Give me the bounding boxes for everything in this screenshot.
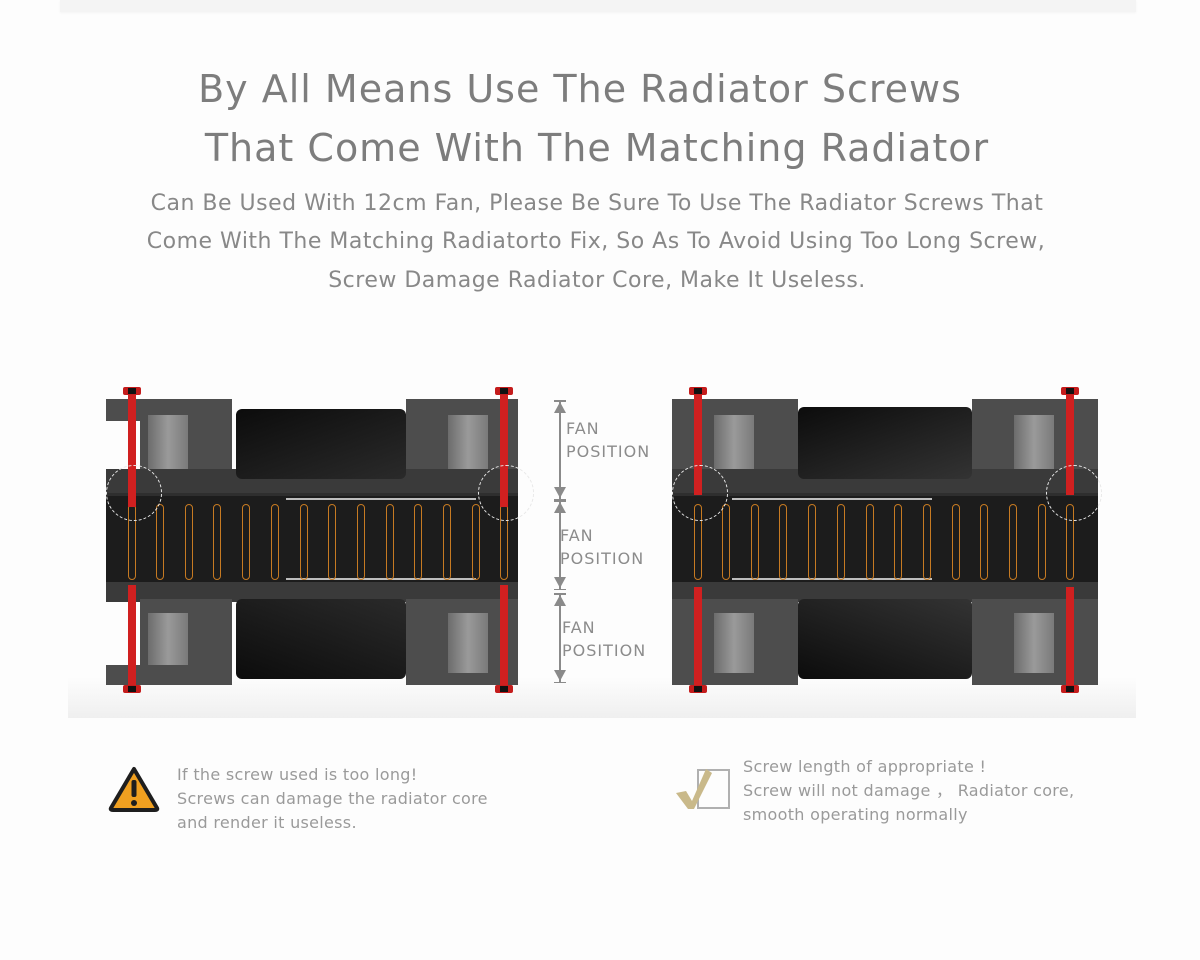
- fan-blade: [798, 407, 972, 479]
- radiator-core: [106, 493, 518, 585]
- fan-frame: [672, 599, 798, 685]
- screw-long: [495, 585, 513, 693]
- radiator-core: [672, 493, 1098, 585]
- ok-note: Screw length of appropriate ! Screw will…: [743, 755, 1074, 827]
- highlight-circle: [106, 465, 162, 521]
- description-line: Can Be Used With 12cm Fan, Please Be Sur…: [150, 191, 1044, 216]
- screw-correct: [689, 387, 707, 495]
- fan-frame-rim: [106, 582, 518, 602]
- dimension-arrow: [554, 400, 566, 500]
- top-banner-strip: [60, 0, 1136, 12]
- description-line: Come With The Matching Radiatorto Fix, S…: [146, 229, 1046, 254]
- screw-correct: [1061, 387, 1079, 495]
- page-title-line-2: That Come With The Matching Radiator: [204, 126, 990, 171]
- fan-blade: [236, 599, 406, 679]
- fan-blade: [236, 409, 406, 479]
- radiator-assembly-correct-screws: [672, 385, 1102, 695]
- highlight-circle: [672, 465, 728, 521]
- screw-correct: [1061, 587, 1079, 693]
- fan-frame: [406, 599, 518, 685]
- warning-note: If the screw used is too long! Screws ca…: [177, 763, 488, 835]
- ok-note-line: Screw will not damage ， Radiator core,: [743, 781, 1075, 800]
- fan-frame-rim: [672, 582, 1098, 602]
- fan-frame: [140, 399, 232, 479]
- page-title-line-1: By All Means Use The Radiator Screws: [198, 67, 962, 112]
- highlight-circle: [478, 465, 534, 521]
- radiator-assembly-long-screws: [106, 385, 534, 695]
- fan-frame: [972, 599, 1098, 685]
- dimension-arrow: [554, 593, 566, 683]
- warning-triangle-icon: [108, 767, 160, 812]
- fan-blade: [798, 599, 972, 679]
- ok-note-line: Screw length of appropriate !: [743, 757, 987, 776]
- dimension-arrow: [554, 500, 566, 590]
- warning-note-line: and render it useless.: [177, 813, 357, 832]
- fan-frame: [106, 665, 232, 685]
- highlight-circle: [1046, 465, 1102, 521]
- fan-frame: [672, 399, 798, 479]
- screw-long: [123, 585, 141, 693]
- ok-note-line: smooth operating normally: [743, 805, 968, 824]
- description-line: Screw Damage Radiator Core, Make It Usel…: [328, 268, 866, 293]
- screw-long: [123, 387, 141, 507]
- checkbox-check-icon: [676, 769, 730, 809]
- screw-correct: [689, 587, 707, 693]
- warning-note-line: Screws can damage the radiator core: [177, 789, 488, 808]
- warning-note-line: If the screw used is too long!: [177, 765, 418, 784]
- screw-long: [495, 387, 513, 507]
